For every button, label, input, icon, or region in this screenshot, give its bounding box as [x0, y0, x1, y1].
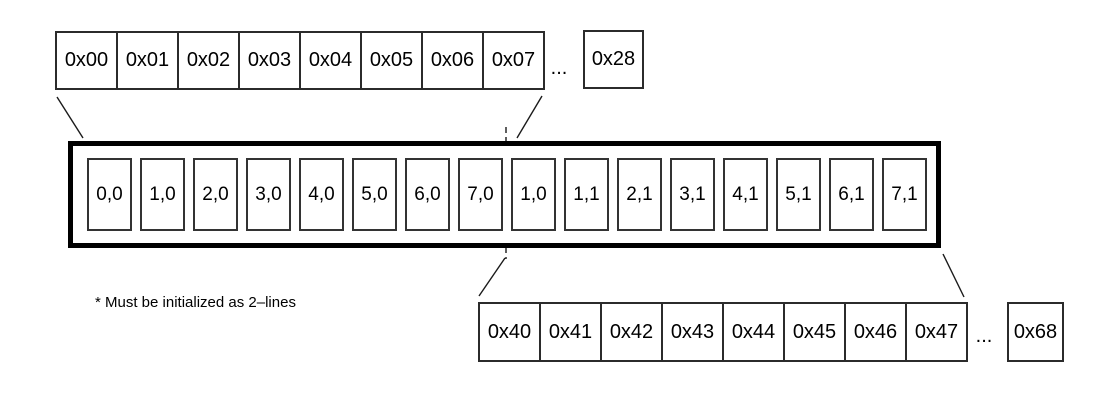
buffer-cell: 1,0	[140, 158, 185, 231]
buffer-cell: 3,1	[670, 158, 715, 231]
buffer-cell: 0,0	[87, 158, 132, 231]
connector-bottom-right-line	[942, 253, 965, 298]
buffer-cell: 2,1	[617, 158, 662, 231]
buffer-cell: 3,0	[246, 158, 291, 231]
bottom-ellipsis: ...	[975, 325, 993, 347]
buffer-cell: 1,0	[511, 158, 556, 231]
address-cell: 0x03	[240, 33, 301, 88]
buffer-cell: 6,0	[405, 158, 450, 231]
address-cell: 0x05	[362, 33, 423, 88]
buffer-cell: 1,1	[564, 158, 609, 231]
address-cell: 0x43	[663, 304, 724, 360]
address-cell: 0x02	[179, 33, 240, 88]
address-cell: 0x45	[785, 304, 846, 360]
bottom-end-address-box: 0x68	[1007, 302, 1064, 362]
connector-top-left-line	[56, 96, 84, 139]
address-cell: 0x46	[846, 304, 907, 360]
buffer-cell: 7,1	[882, 158, 927, 231]
connector-top-right-line	[516, 95, 543, 139]
top-ellipsis: ...	[550, 57, 568, 79]
address-cell: 0x40	[480, 304, 541, 360]
address-cell: 0x41	[541, 304, 602, 360]
address-cell: 0x47	[914, 320, 959, 343]
address-cell: 0x04	[301, 33, 362, 88]
footnote: * Must be initialized as 2–lines	[95, 294, 296, 311]
buffer-cell: 5,0	[352, 158, 397, 231]
top-end-address-box: 0x28	[583, 30, 644, 89]
buffer-cell: 4,0	[299, 158, 344, 231]
address-cell: 0x00	[57, 33, 118, 88]
address-cell: 0x07	[491, 49, 536, 71]
buffer-cell: 7,0	[458, 158, 503, 231]
connector-bottom-left-line	[478, 257, 506, 297]
buffer-cell: 5,1	[776, 158, 821, 231]
address-cell: 0x42	[602, 304, 663, 360]
buffer-cell: 2,0	[193, 158, 238, 231]
buffer-cell: 6,1	[829, 158, 874, 231]
address-cell: 0x06	[423, 33, 484, 88]
address-cell: 0x01	[118, 33, 179, 88]
buffer-cell: 4,1	[723, 158, 768, 231]
address-cell: 0x44	[724, 304, 785, 360]
